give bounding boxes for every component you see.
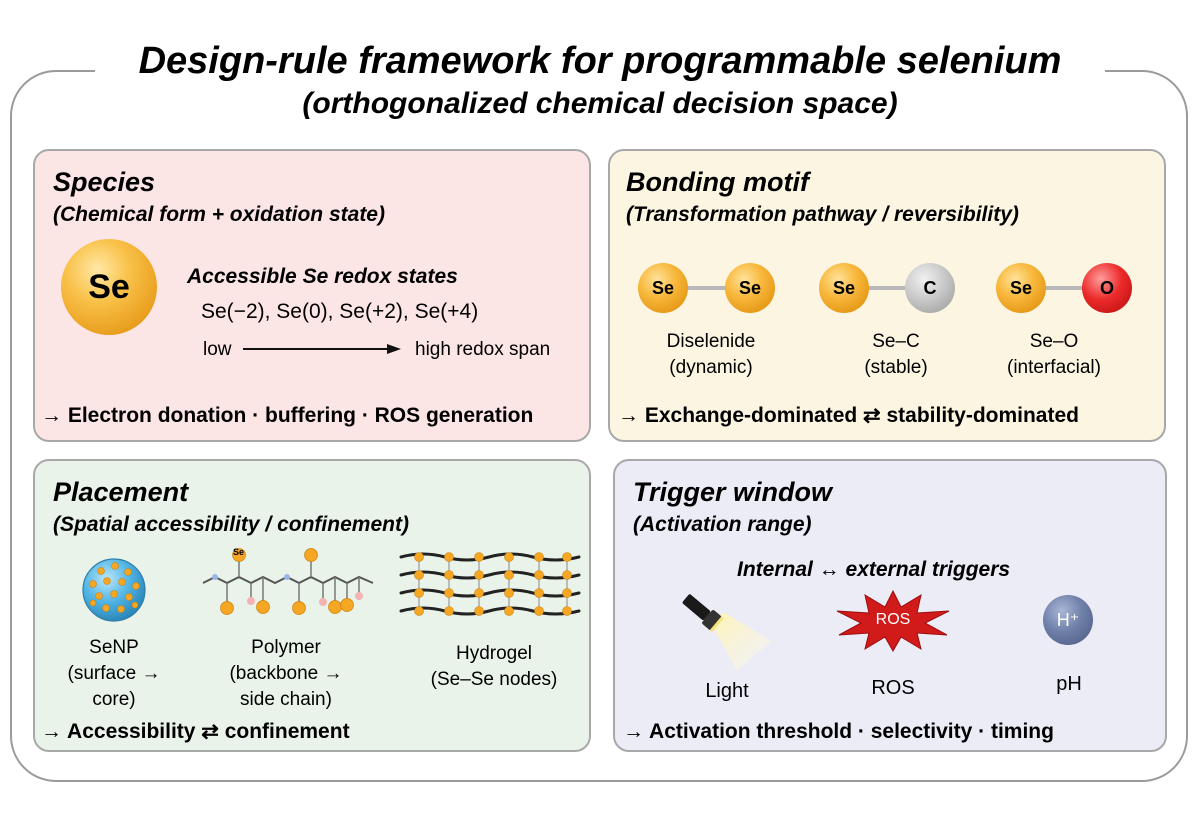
placement-heading: Placement — [53, 477, 189, 507]
bonding-panel: Bonding motif (Transformation pathway / … — [608, 149, 1166, 442]
motif1-note: (dynamic) — [669, 357, 753, 378]
species-panel: Species (Chemical form + oxidation state… — [33, 149, 591, 442]
redox-title: Accessible Se redox states — [187, 265, 458, 288]
hydrogel-line1: Hydrogel — [455, 643, 533, 664]
selenium-atom-icon: Se — [61, 239, 157, 335]
senp-line2: (surface → — [67, 663, 161, 684]
motif2-atom-a-icon: Se — [819, 263, 869, 313]
redox-span-arrow-icon — [243, 344, 401, 354]
senp-line3: core) — [92, 689, 136, 710]
motif2-atom-b-icon: C — [905, 263, 955, 313]
motif3-atom-b-icon: O — [1082, 263, 1132, 313]
triggers-title: Internal ↔ external triggers — [737, 558, 1011, 581]
redox-high-label: high redox span — [415, 339, 551, 360]
hydrogel-line2: (Se–Se nodes) — [430, 669, 558, 690]
polymer-line3: side chain) — [240, 689, 332, 710]
ros-starburst-icon — [836, 589, 950, 653]
hydrogel-network-icon — [399, 552, 581, 616]
placement-subheading: (Spatial accessibility / confinement) — [53, 513, 409, 536]
redox-low-label: low — [203, 339, 232, 360]
title-block: Design-rule framework for programmable s… — [95, 38, 1105, 124]
species-subheading: (Chemical form + oxidation state) — [53, 203, 385, 226]
polymer-line2: (backbone → — [229, 663, 343, 684]
motif1-atom-b-icon: Se — [725, 263, 775, 313]
title-line1: Design-rule framework for programmable s… — [138, 40, 1062, 82]
light-label: Light — [705, 680, 749, 702]
polymer-se-label: Se — [233, 547, 245, 557]
trigger-subheading: (Activation range) — [633, 513, 812, 536]
bonding-heading: Bonding motif — [626, 167, 809, 197]
placement-panel: Placement (Spatial accessibility / confi… — [33, 459, 591, 752]
ros-label: ROS — [871, 677, 915, 699]
title-line2: (orthogonalized chemical decision space) — [302, 87, 898, 120]
bonding-summary: → Exchange-dominated ⇄ stability-dominat… — [618, 404, 1079, 427]
trigger-summary: → Activation threshold · selectivity · t… — [623, 720, 1054, 743]
trigger-panel: Trigger window (Activation range) Intern… — [613, 459, 1167, 752]
flashlight-icon — [682, 594, 771, 671]
polymer-line1: Polymer — [251, 637, 321, 658]
ros-badge-label: ROS — [875, 611, 911, 628]
trigger-heading: Trigger window — [633, 477, 833, 507]
motif1-name: Diselenide — [666, 331, 756, 352]
motif2-name: Se–C — [872, 331, 920, 352]
nanoparticle-icon — [82, 558, 146, 622]
motif1-atom-a-icon: Se — [638, 263, 688, 313]
proton-icon: H⁺ — [1043, 595, 1093, 645]
species-heading: Species — [53, 167, 156, 197]
diselenide-bond — [670, 286, 750, 290]
se-o-bond — [1030, 286, 1110, 290]
placement-summary: → Accessibility ⇄ confinement — [41, 720, 350, 743]
motif2-note: (stable) — [864, 357, 928, 378]
senp-line1: SeNP — [89, 637, 139, 658]
motif3-atom-a-icon: Se — [996, 263, 1046, 313]
motif3-name: Se–O — [1029, 331, 1079, 352]
se-c-bond — [850, 286, 930, 290]
ph-label: pH — [1056, 673, 1082, 695]
bonding-subheading: (Transformation pathway / reversibility) — [626, 203, 1019, 226]
motif3-note: (interfacial) — [1007, 357, 1101, 378]
polymer-chain-icon — [202, 548, 374, 615]
species-summary: → Electron donation · buffering · ROS ge… — [41, 404, 534, 427]
redox-states: Se(−2), Se(0), Se(+2), Se(+4) — [201, 300, 479, 323]
